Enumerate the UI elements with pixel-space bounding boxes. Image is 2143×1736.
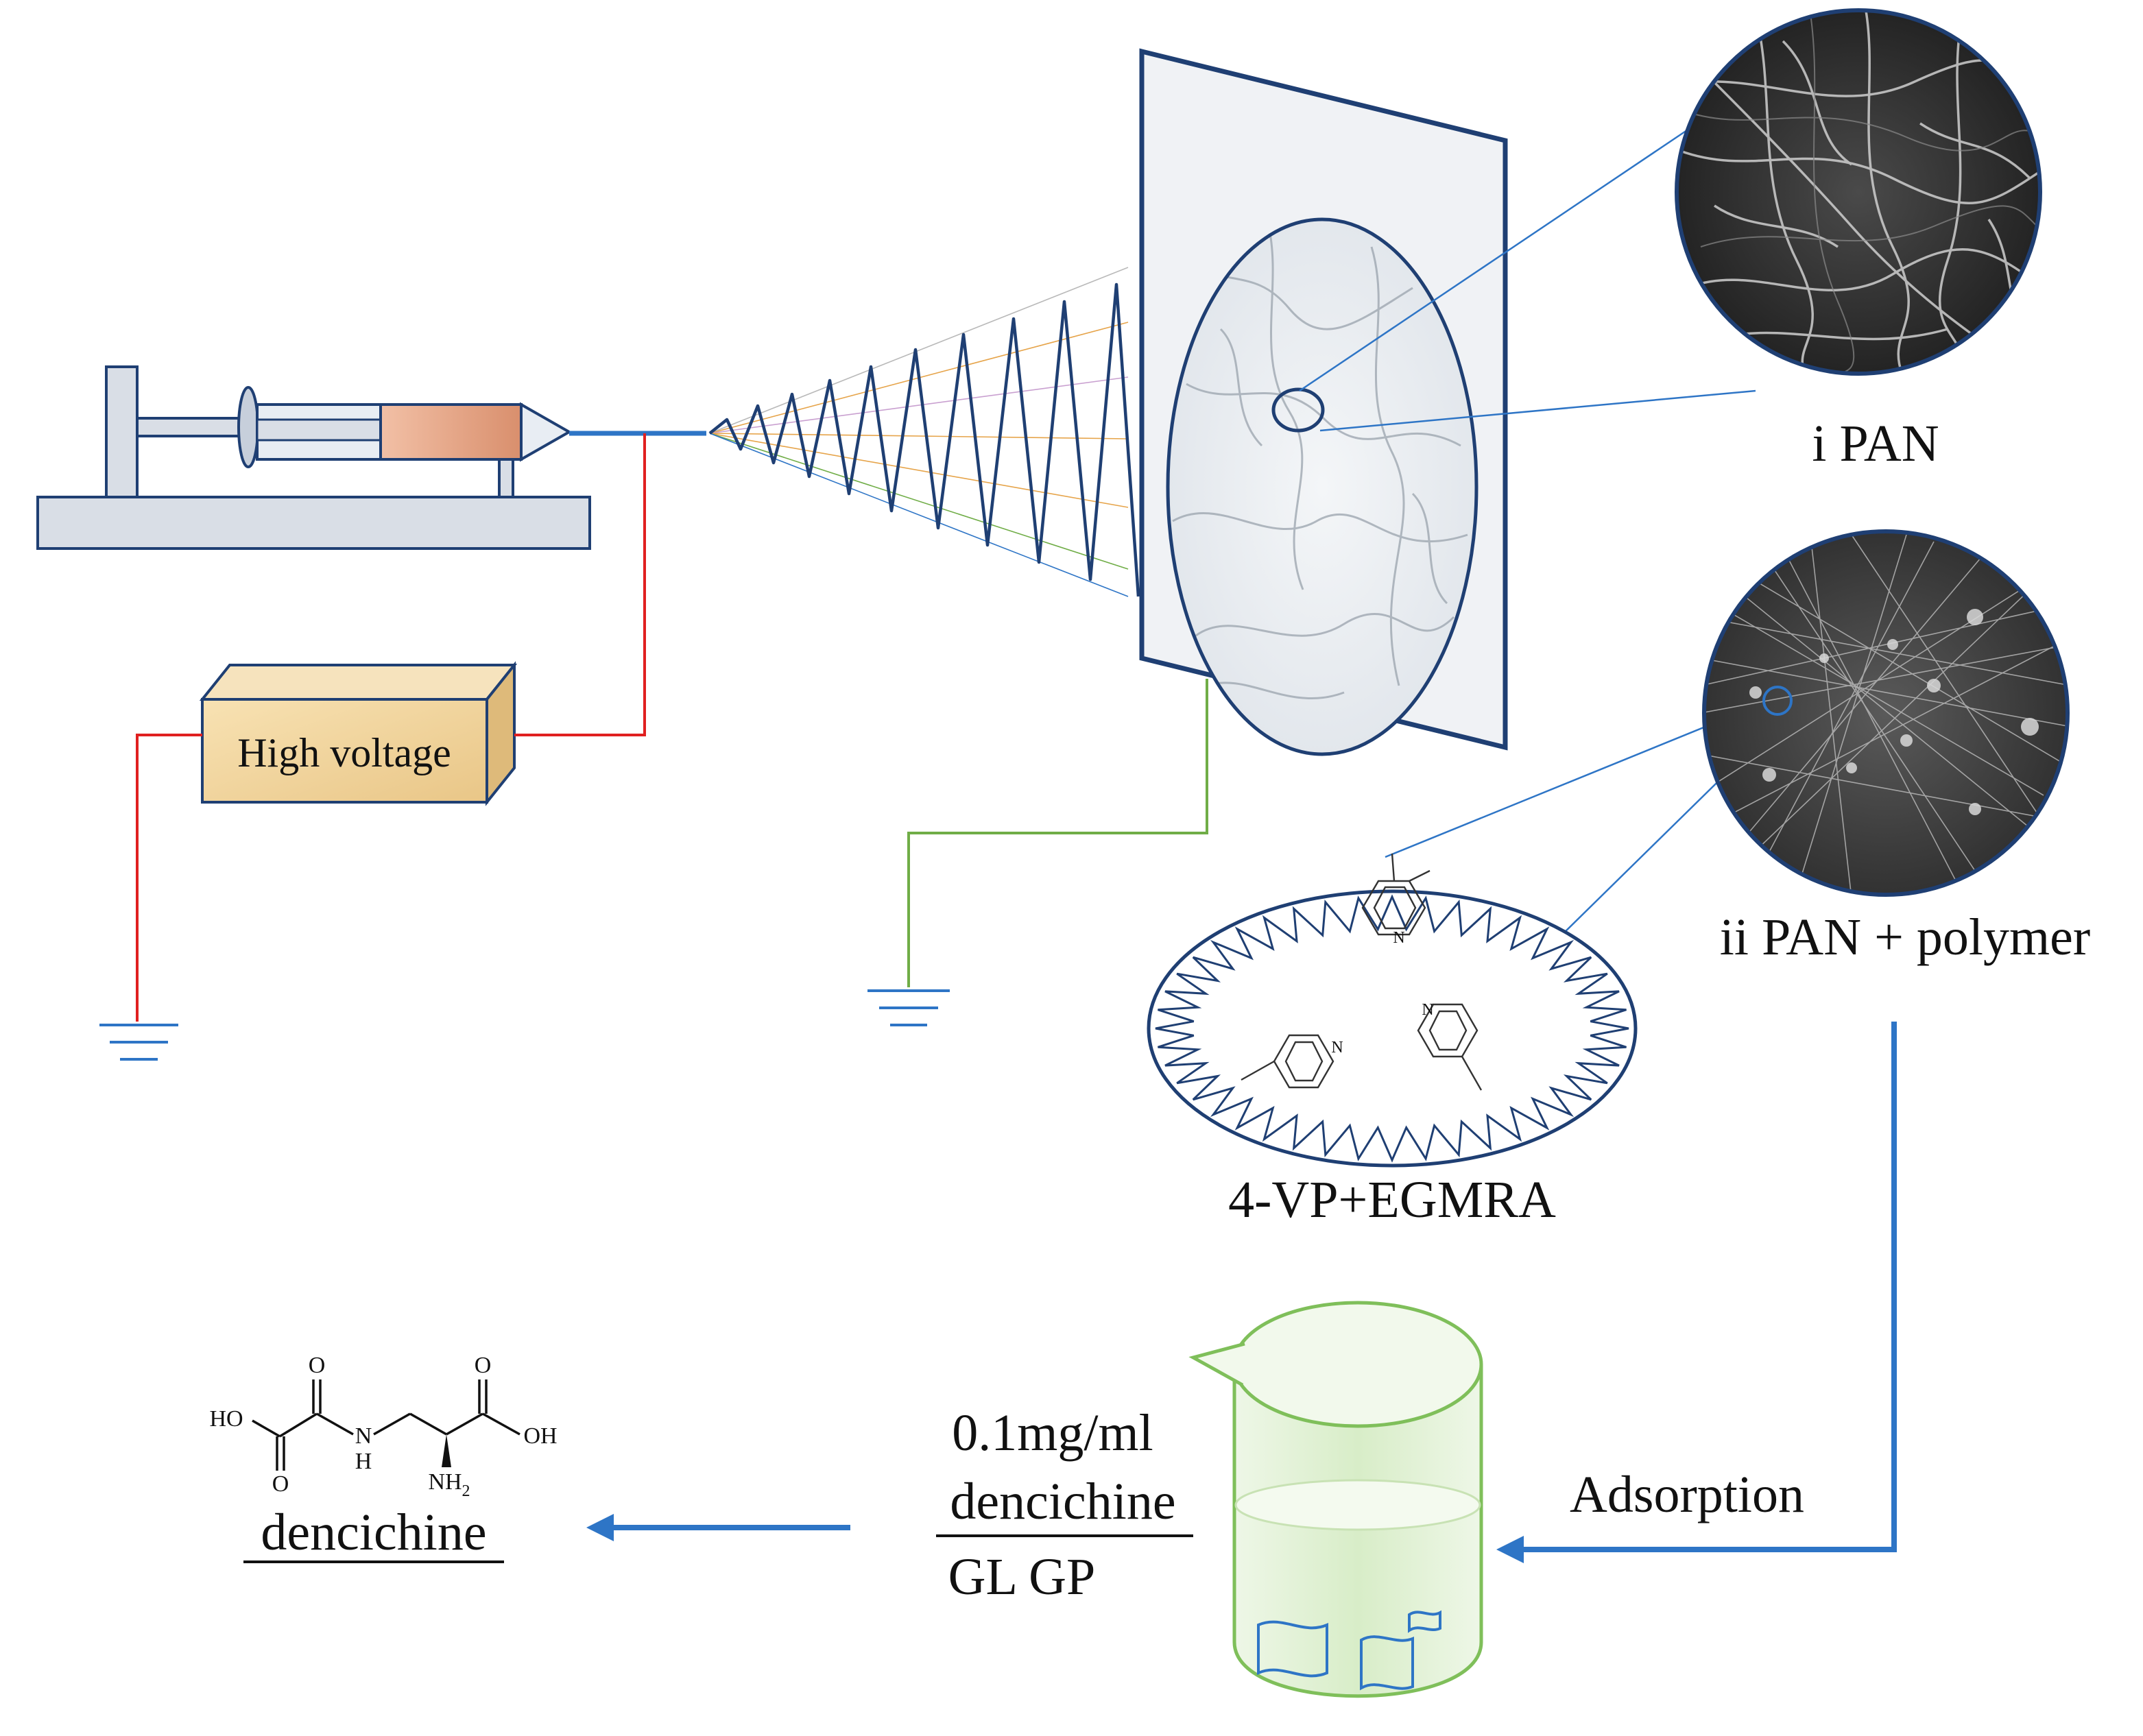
adsorption-arrow-path [1509, 1022, 1897, 1552]
fiber-mat [1168, 219, 1476, 754]
jet-cone [708, 267, 1140, 597]
pump-base [36, 496, 591, 550]
plunger-inner [256, 418, 382, 442]
beaker-spout [1188, 1342, 1245, 1387]
fiber-mat-texture [1172, 226, 1468, 700]
pyridine-n-3: N [1422, 1001, 1433, 1019]
membrane-pieces [1257, 1610, 1441, 1691]
high-voltage-label: High voltage [237, 730, 451, 775]
polymer-beads [1749, 609, 2039, 815]
pyridine-n-1: N [1393, 929, 1404, 947]
barrel-support [498, 458, 514, 498]
atom-o-bottom: O [272, 1471, 289, 1497]
pump-post [105, 365, 139, 498]
atom-o-top-left: O [309, 1353, 326, 1378]
pyridine-rings [1241, 853, 1483, 1091]
fiber-mat-outline [1166, 217, 1478, 756]
sem-image-pan: i PAN [1675, 8, 2042, 472]
magnified-spot [1271, 387, 1325, 433]
atom-n: N [355, 1423, 372, 1449]
dencichine-structure: HO O O N H O OH NH2 dencichine [209, 1353, 558, 1563]
dencichine-bonds [252, 1379, 520, 1471]
pyridine-n-2: N [1331, 1039, 1343, 1057]
beaker [1188, 1301, 1483, 1698]
imprinted-cavity: N N N 4-VP+EGMRA [1147, 853, 1638, 1229]
cavity-zigzag [1155, 894, 1629, 1163]
voltage-box-top [199, 664, 518, 701]
product-label: dencichine [261, 1504, 486, 1561]
syringe-cone [520, 402, 573, 462]
atom-oh: OH [523, 1423, 557, 1449]
collector-plate [1139, 48, 1508, 756]
syringe-pump [36, 365, 706, 550]
process-arrows: Adsorption [586, 1022, 1897, 1563]
beaker-rim [1232, 1301, 1483, 1428]
sem-image-pan-polymer: ii PAN + polymer [1702, 529, 2090, 966]
sample-label-pan: i PAN [1812, 415, 1939, 472]
ground-symbol-collector [867, 989, 950, 1026]
atom-o-top-right: O [475, 1353, 492, 1378]
solution-label: 0.1mg/ml dencichine GL GP [936, 1404, 1193, 1606]
ground-wire-collector [907, 679, 1208, 987]
sem-fibers-2 [1704, 534, 2068, 895]
atom-ho: HO [209, 1406, 243, 1432]
high-voltage-supply: High voltage [199, 661, 518, 806]
atom-h: H [355, 1449, 372, 1474]
sample-label-pan-polymer: ii PAN + polymer [1720, 908, 2090, 966]
solution-line-1: dencichine [950, 1473, 1175, 1530]
atom-nh2: NH2 [428, 1469, 470, 1500]
voltage-box-front [201, 698, 488, 804]
adsorption-arrowhead [1496, 1536, 1524, 1563]
elution-arrowhead [586, 1514, 614, 1541]
wiring [99, 433, 1208, 1061]
ground-wire-left [136, 734, 202, 1022]
high-voltage-wire [514, 433, 646, 736]
plunger-flange [237, 386, 259, 468]
stereo-wedge [442, 1434, 451, 1467]
whipping-jet [708, 282, 1140, 597]
solution-line-2: GL GP [948, 1548, 1096, 1606]
concentration-text: 0.1mg/ml [952, 1404, 1153, 1462]
adsorption-label: Adsorption [1570, 1466, 1804, 1523]
monomer-label: 4-VP+EGMRA [1228, 1171, 1556, 1229]
pore-marker [1762, 686, 1793, 716]
polymer-solution [379, 403, 523, 461]
ground-symbol-left [99, 1024, 178, 1061]
liquid-surface [1234, 1479, 1481, 1531]
plunger-rod [136, 417, 248, 437]
